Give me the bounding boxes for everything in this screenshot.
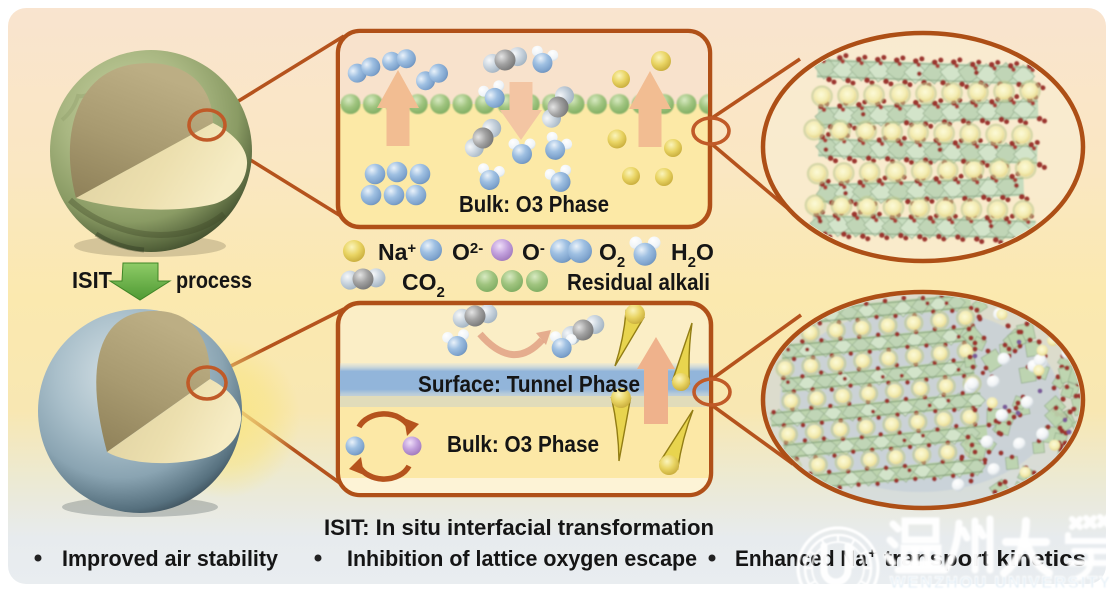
svg-text:Bulk: O3 Phase: Bulk: O3 Phase (459, 191, 609, 217)
svg-text:Improved air stability: Improved air stability (62, 546, 279, 571)
svg-text:ISIT: In situ interfacial tran: ISIT: In situ interfacial transformation (324, 515, 714, 540)
svg-text:WENZHOU UNIVERSITY: WENZHOU UNIVERSITY (890, 573, 1112, 592)
svg-text:process: process (176, 267, 252, 293)
svg-text:Bulk: O3 Phase: Bulk: O3 Phase (447, 431, 599, 457)
svg-text:Inhibition of lattice oxygen e: Inhibition of lattice oxygen escape (347, 546, 697, 571)
svg-text:Surface: Tunnel Phase: Surface: Tunnel Phase (418, 371, 640, 397)
svg-text:Residual alkali: Residual alkali (567, 269, 710, 295)
svg-text:ISIT: ISIT (72, 267, 112, 293)
